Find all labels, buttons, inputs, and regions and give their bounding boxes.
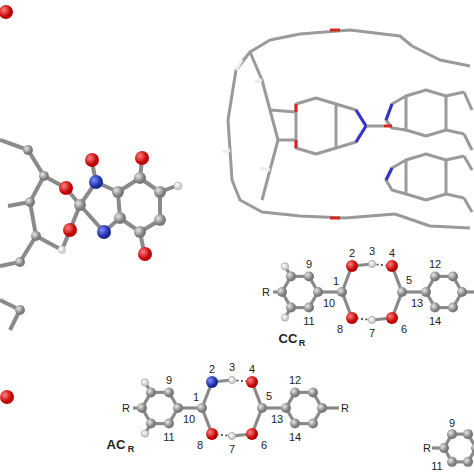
atom-sphere <box>463 429 473 439</box>
atom-sphere <box>304 303 314 313</box>
atom-sphere <box>304 271 314 281</box>
atom-sphere <box>386 312 398 324</box>
atom-sphere <box>337 287 347 297</box>
atom-sphere <box>290 387 300 397</box>
atom-sphere <box>386 260 398 272</box>
atom-sphere <box>290 419 300 429</box>
hydrogen-bond-schemes <box>133 260 474 467</box>
atom-sphere <box>457 287 467 297</box>
atom-sphere <box>281 263 288 270</box>
atom-sphere <box>421 287 431 297</box>
atom-sphere <box>246 376 258 388</box>
atom-sphere <box>197 403 207 413</box>
atom-number: 2 <box>209 364 215 375</box>
atom-number: R <box>423 443 431 454</box>
atom-number: 9 <box>449 418 455 429</box>
atom-sphere <box>277 287 287 297</box>
atom-sphere <box>447 429 457 439</box>
atom-sphere <box>141 379 148 386</box>
atom-number: 14 <box>429 316 441 327</box>
atom-sphere <box>137 403 147 413</box>
atom-number: R <box>262 287 270 298</box>
atom-sphere <box>308 387 318 397</box>
atom-sphere <box>257 403 267 413</box>
atom-number: 5 <box>266 391 272 402</box>
atom-number: 8 <box>197 440 203 451</box>
atom-number: 3 <box>229 362 235 373</box>
ball-stick-model <box>0 140 176 330</box>
atom-number: 10 <box>323 298 335 309</box>
atom-number: 11 <box>431 461 442 472</box>
atom-sphere <box>439 443 449 453</box>
structure-label: AC <box>107 438 126 451</box>
atom-number: 6 <box>261 440 267 451</box>
atom-sphere <box>164 387 174 397</box>
atom-number: 4 <box>389 248 395 259</box>
atom-sphere <box>206 428 218 440</box>
atom-sphere <box>313 287 323 297</box>
atom-number: 9 <box>306 259 312 270</box>
wireframe-dimer <box>228 30 472 228</box>
atom-number: R <box>341 403 349 414</box>
atom-number: 2 <box>349 248 355 259</box>
atom-sphere <box>346 260 358 272</box>
atom-sphere <box>146 419 156 429</box>
atom-number: 11 <box>303 316 314 327</box>
atom-number: 14 <box>289 432 301 443</box>
atom-number: 9 <box>166 375 172 386</box>
atom-sphere <box>146 387 156 397</box>
atom-sphere <box>281 314 288 321</box>
atom-number: 7 <box>369 328 375 339</box>
wireframe-heteroatoms <box>222 30 392 218</box>
atom-sphere <box>206 376 218 388</box>
atom-sphere <box>368 316 375 323</box>
atom-sphere <box>228 432 235 439</box>
atom-sphere <box>317 403 327 413</box>
atom-sphere <box>368 260 375 267</box>
atom-sphere <box>448 303 458 313</box>
atom-sphere <box>430 271 440 281</box>
atom-sphere <box>173 403 183 413</box>
atom-number: 4 <box>249 364 255 375</box>
structure-label: CC <box>279 332 298 345</box>
atom-sphere <box>246 428 258 440</box>
atom-sphere <box>164 419 174 429</box>
atom-number: 11 <box>163 432 174 443</box>
atom-number: 13 <box>411 298 423 309</box>
atom-sphere <box>141 430 148 437</box>
atom-number: 6 <box>401 324 407 335</box>
atom-number: 13 <box>271 414 283 425</box>
structure-subscript: R <box>128 445 135 454</box>
atom-number: 10 <box>183 414 195 425</box>
atom-sphere <box>286 303 296 313</box>
atom-sphere <box>286 271 296 281</box>
atom-number: 7 <box>229 444 235 455</box>
atom-sphere <box>448 271 458 281</box>
atom-number: 1 <box>333 276 339 287</box>
atom-sphere <box>346 312 358 324</box>
atom-sphere <box>447 457 457 467</box>
atom-number: 8 <box>337 324 343 335</box>
atom-sphere <box>308 419 318 429</box>
atom-sphere <box>463 457 473 467</box>
structure-subscript: R <box>299 339 306 348</box>
atom-sphere <box>228 376 235 383</box>
atom-sphere <box>430 303 440 313</box>
atom-number: 3 <box>369 246 375 257</box>
atom-number: 1 <box>193 392 199 403</box>
atom-spheres <box>0 5 182 404</box>
atom-number: R <box>122 403 130 414</box>
atom-number: 12 <box>289 375 301 386</box>
atom-number: 12 <box>429 259 441 270</box>
atom-sphere <box>281 403 291 413</box>
atom-sphere <box>397 287 407 297</box>
atom-sphere <box>471 443 474 453</box>
atom-number: 5 <box>406 275 412 286</box>
